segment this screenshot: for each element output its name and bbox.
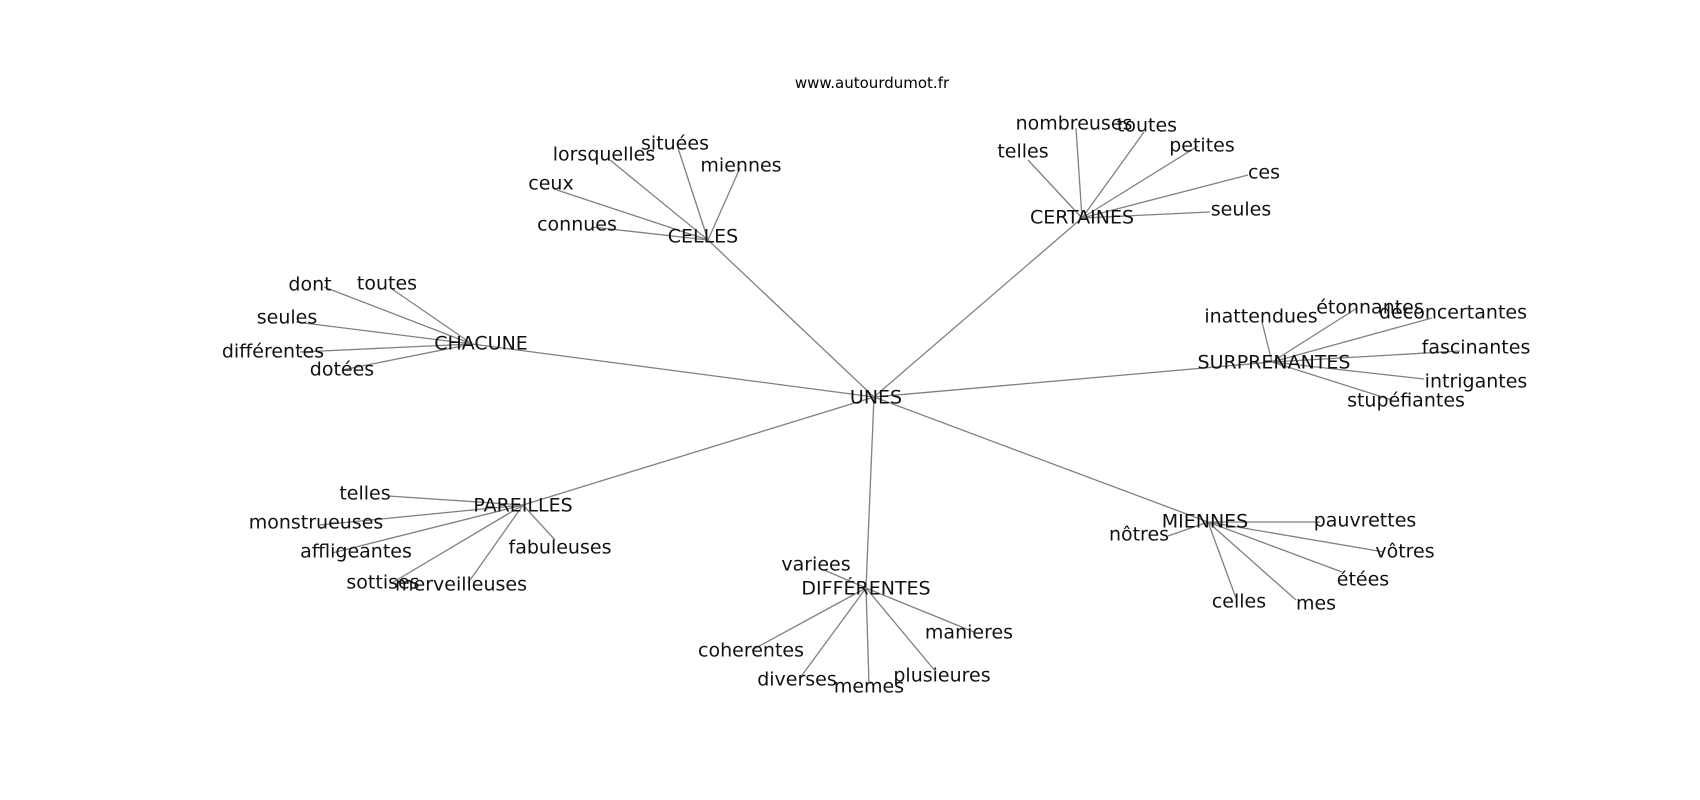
edge-surprenantes-inattendues: [1261, 321, 1273, 363]
edge-differentes-diverses: [799, 587, 867, 679]
leaf-node-miennes-notres: nôtres: [1109, 524, 1169, 546]
hub-node-chacune: CHACUNE: [434, 333, 528, 355]
edge-center-celles: [707, 239, 875, 398]
edge-certaines-petites: [1081, 145, 1199, 219]
leaf-node-differentes-memes: memes: [834, 676, 904, 698]
center-node-label: UNES: [850, 387, 902, 409]
edge-surprenantes-stupefiantes: [1271, 361, 1393, 401]
hub-node-pareilles: PAREILLES: [473, 495, 572, 517]
edge-center-pareilles: [522, 396, 875, 506]
edge-surprenantes-etonnantes: [1271, 307, 1358, 363]
leaf-node-certaines-petites: petites: [1169, 135, 1235, 157]
leaf-node-differentes-manieres: manieres: [925, 622, 1013, 644]
hub-node-celles: CELLES: [668, 226, 739, 248]
edge-center-miennes: [873, 396, 1209, 523]
leaf-node-certaines-ces: ces: [1248, 162, 1280, 184]
leaf-node-chacune-differentes: différentes: [222, 341, 324, 363]
leaf-node-certaines-nombreuses: nombreuses: [1016, 113, 1133, 135]
leaf-node-miennes-pauvrettes: pauvrettes: [1314, 510, 1417, 532]
leaf-node-pareilles-monstrueuses: monstrueuses: [249, 512, 384, 534]
site-url: www.autourdumot.fr: [795, 74, 950, 92]
leaf-node-differentes-coherentes: coherentes: [698, 640, 804, 662]
edge-chacune-dotees: [341, 343, 473, 371]
leaf-node-miennes-celles: celles: [1212, 591, 1266, 613]
edge-pareilles-affligeantes: [331, 504, 524, 554]
edge-surprenantes-intrigantes: [1271, 361, 1425, 380]
edge-miennes-mes: [1207, 521, 1297, 601]
edge-pareilles-monstrueuses: [319, 504, 524, 526]
edge-celles-connues: [591, 226, 709, 241]
leaf-node-differentes-variees: variees: [781, 554, 850, 576]
edge-chacune-toutes: [391, 288, 473, 345]
edge-miennes-celles: [1207, 521, 1237, 599]
edge-pareilles-sottises: [389, 504, 524, 585]
hub-node-miennes: MIENNES: [1162, 511, 1249, 533]
edge-celles-lorsquelles: [609, 159, 709, 241]
edge-center-chacune: [471, 343, 875, 398]
edge-differentes-variees: [823, 569, 867, 589]
edge-differentes-coherentes: [751, 587, 867, 651]
edge-differentes-manieres: [865, 587, 975, 633]
edge-certaines-ces: [1081, 174, 1249, 219]
leaf-node-chacune-seules: seules: [257, 307, 318, 329]
leaf-node-miennes-etees: étées: [1337, 569, 1389, 591]
leaf-node-pareilles-fabuleuses: fabuleuses: [509, 537, 612, 559]
edge-celles-situees: [677, 147, 709, 241]
hub-node-certaines: CERTAINES: [1030, 207, 1134, 229]
leaf-node-chacune-dont: dont: [288, 274, 331, 296]
edge-pareilles-merveilleuses: [467, 504, 524, 584]
edge-center-surprenantes: [873, 361, 1273, 398]
edge-center-differentes: [865, 396, 875, 589]
leaf-node-differentes-diverses: diverses: [757, 669, 837, 691]
leaf-node-surprenantes-intrigantes: intrigantes: [1425, 371, 1528, 393]
edge-differentes-plusieures: [865, 587, 937, 673]
leaf-node-certaines-toutes: toutes: [1117, 115, 1177, 137]
leaf-node-celles-connues: connues: [537, 214, 617, 236]
edge-celles-ceux: [556, 189, 709, 241]
leaf-node-chacune-toutes: toutes: [357, 273, 417, 295]
edge-celles-miennes: [707, 167, 741, 241]
leaf-node-pareilles-telles: telles: [339, 483, 390, 505]
leaf-node-certaines-seules: seules: [1211, 199, 1272, 221]
edge-center-certaines: [873, 217, 1083, 398]
leaf-node-surprenantes-fascinantes: fascinantes: [1422, 337, 1531, 359]
edge-chacune-seules: [295, 321, 473, 345]
edge-surprenantes-deconcertantes: [1271, 317, 1433, 363]
edge-miennes-votres: [1207, 521, 1385, 553]
edge-certaines-seules: [1081, 211, 1211, 219]
leaf-node-pareilles-sottises: sottises: [346, 572, 419, 594]
edge-differentes-memes: [865, 587, 870, 685]
leaf-node-celles-ceux: ceux: [528, 173, 573, 195]
edge-certaines-nombreuses: [1075, 127, 1083, 219]
edge-certaines-telles: [1027, 159, 1083, 219]
leaf-node-certaines-telles: telles: [997, 141, 1048, 163]
leaf-node-differentes-plusieures: plusieures: [893, 665, 990, 687]
edge-pareilles-telles: [387, 495, 524, 506]
edge-miennes-notres: [1167, 521, 1209, 537]
edge-certaines-toutes: [1081, 131, 1145, 219]
hub-node-differentes: DIFFÉRENTES: [801, 577, 930, 600]
leaf-node-pareilles-affligeantes: affligeantes: [300, 541, 412, 563]
leaf-node-surprenantes-stupefiantes: stupéfiantes: [1347, 390, 1465, 412]
hub-node-surprenantes: SURPRENANTES: [1198, 352, 1351, 374]
edge-chacune-dont: [323, 286, 473, 345]
edge-chacune-differentes: [299, 343, 473, 353]
leaf-node-celles-lorsquelles: lorsquelles: [553, 144, 656, 166]
edge-miennes-etees: [1207, 521, 1343, 573]
leaf-node-surprenantes-deconcertantes: déconcertantes: [1379, 302, 1527, 324]
leaf-node-pareilles-merveilleuses: merveilleuses: [395, 574, 527, 596]
leaf-node-surprenantes-inattendues: inattendues: [1204, 306, 1317, 328]
leaf-node-chacune-dotees: dotées: [310, 359, 374, 381]
leaf-node-surprenantes-etonnantes: étonnantes: [1316, 297, 1424, 319]
edge-surprenantes-fascinantes: [1271, 350, 1461, 363]
leaf-node-celles-miennes: miennes: [700, 155, 781, 177]
leaf-node-miennes-votres: vôtres: [1375, 541, 1434, 563]
leaf-node-miennes-mes: mes: [1296, 593, 1336, 615]
graph-edges: [295, 127, 1461, 685]
leaf-node-celles-situees: situées: [641, 133, 709, 155]
edge-pareilles-fabuleuses: [522, 504, 556, 541]
